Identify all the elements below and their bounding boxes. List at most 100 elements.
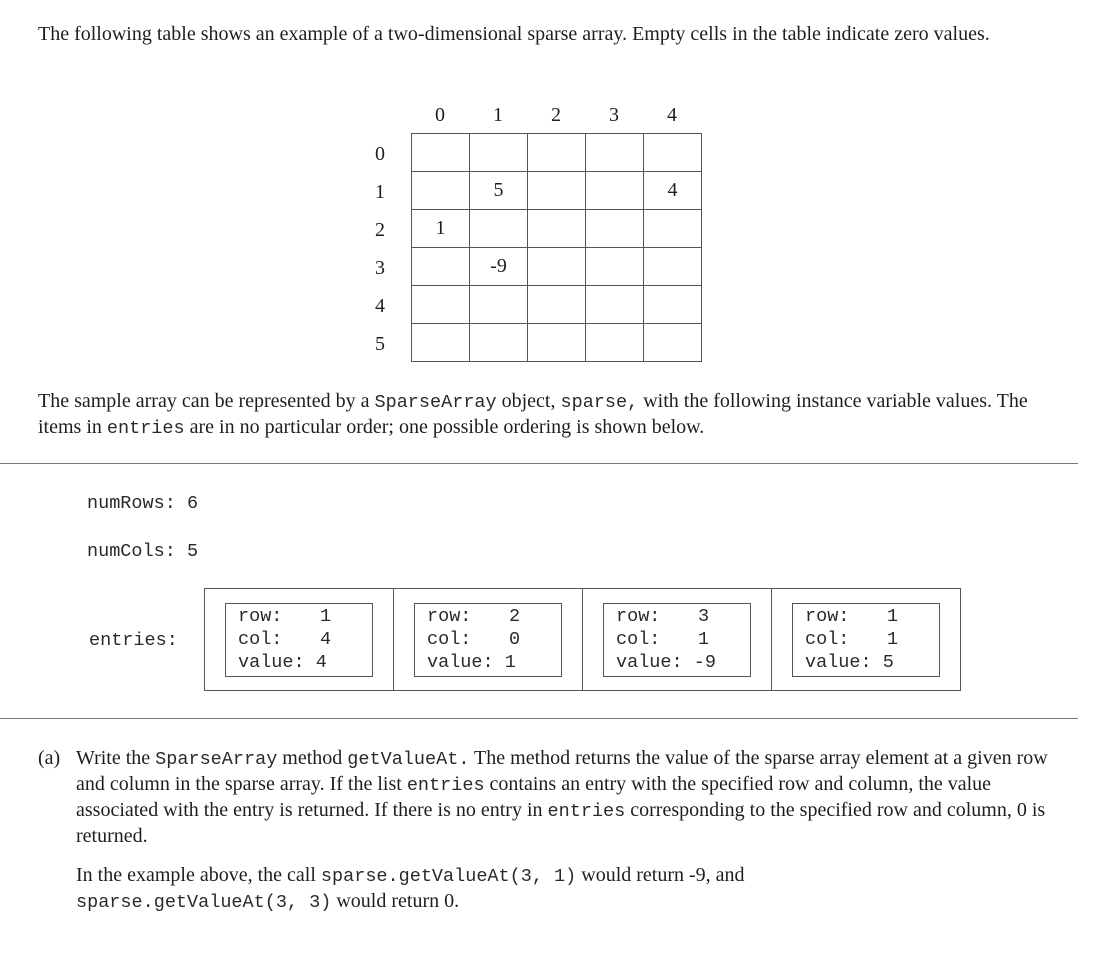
table-cell <box>469 285 528 324</box>
part-a-label: (a) <box>38 747 61 769</box>
text-span: The method returns the value of the spar… <box>76 747 1048 795</box>
table-cell <box>469 323 528 362</box>
table-cell: -9 <box>469 247 528 286</box>
num-rows-value: 6 <box>186 493 199 514</box>
table-cell <box>527 323 586 362</box>
table-cell: 5 <box>469 171 528 210</box>
row-value: 2 <box>509 606 521 627</box>
value-label: value: <box>427 652 494 673</box>
text-span: with the following instance variable val… <box>38 390 1028 438</box>
text-span: corresponding to the specified row and c… <box>76 799 1046 847</box>
row-header: 2 <box>375 219 385 241</box>
part-a-example: In the example above, the call sparse.ge… <box>76 863 1076 915</box>
text-span: method <box>277 747 348 769</box>
row-value: 3 <box>698 606 710 627</box>
entries-list: row:1 col:4 value: 4 row:2 col:0 value: … <box>204 588 961 691</box>
table-cell <box>411 247 470 286</box>
entry-box: row: 1 col: 4 value: 4 <box>225 603 373 677</box>
divider <box>0 463 1078 464</box>
table-row: 1 <box>411 209 702 248</box>
table-cell <box>585 247 644 286</box>
table-row: -9 <box>411 247 702 286</box>
row-value: 1 <box>887 606 899 627</box>
code-span: sparse.getValueAt(3, 1) <box>320 866 577 887</box>
code-span: SparseArray <box>155 749 278 770</box>
table-row <box>411 323 702 362</box>
text-span: Write the <box>76 747 156 769</box>
code-span: sparse, <box>560 392 639 413</box>
code-span: getValueAt. <box>347 749 470 770</box>
col-label: col: <box>238 629 283 650</box>
row-value: 1 <box>320 606 332 627</box>
table-cell <box>527 171 586 210</box>
code-span: entries <box>406 775 485 796</box>
column-header: 0 <box>435 104 445 126</box>
entry-box: row:2 col:0 value: 1 <box>414 603 562 677</box>
col-value: 1 <box>887 629 899 650</box>
row-header: 3 <box>375 257 385 279</box>
value-value: 5 <box>882 652 894 673</box>
value-label: value: <box>238 652 305 673</box>
table-cell: 1 <box>411 209 470 248</box>
table-cell <box>643 247 702 286</box>
entries-label: entries: <box>89 630 178 651</box>
num-cols-line: numCols: 5 <box>87 539 198 564</box>
num-rows-label: numRows: <box>87 493 176 514</box>
representation-paragraph: The sample array can be represented by a… <box>38 389 1068 441</box>
table-cell <box>411 285 470 324</box>
table-cell <box>469 133 528 172</box>
text-span: contains an entry with the specified row… <box>76 773 992 821</box>
col-label: col: <box>427 629 472 650</box>
table-cell <box>585 323 644 362</box>
row-header: 5 <box>375 333 385 355</box>
code-span: entries <box>547 801 626 822</box>
table-row <box>411 133 702 172</box>
column-header: 3 <box>609 104 619 126</box>
col-value: 0 <box>509 629 521 650</box>
table-cell <box>411 323 470 362</box>
num-cols-label: numCols: <box>87 541 176 562</box>
part-a-paragraph: Write the SparseArray method getValueAt.… <box>76 746 1076 849</box>
col-value: 1 <box>698 629 710 650</box>
table-cell <box>585 209 644 248</box>
value-value: 4 <box>315 652 327 673</box>
table-cell <box>585 285 644 324</box>
table-cell <box>585 133 644 172</box>
row-header: 0 <box>375 143 385 165</box>
text-span: would return 0. <box>331 890 460 912</box>
column-header: 4 <box>667 104 677 126</box>
list-item: row:2 col:0 value: 1 <box>394 589 583 690</box>
table-cell <box>411 133 470 172</box>
part-a-body: Write the SparseArray method getValueAt.… <box>76 746 1076 915</box>
value-label: value: <box>616 652 683 673</box>
sparse-array-table: 5 4 1 -9 <box>411 133 702 362</box>
list-item: row:3 col:1 value: -9 <box>583 589 772 690</box>
value-value: 1 <box>504 652 516 673</box>
entry-box: row: 1 col: 1 value: 5 <box>792 603 940 677</box>
column-header: 1 <box>493 104 503 126</box>
table-cell <box>643 285 702 324</box>
col-value: 4 <box>320 629 332 650</box>
table-cell <box>411 171 470 210</box>
row-label: row: <box>616 606 661 627</box>
intro-paragraph: The following table shows an example of … <box>38 23 990 45</box>
row-label: row: <box>238 606 283 627</box>
table-cell <box>643 323 702 362</box>
code-span: entries <box>106 418 185 439</box>
code-span: sparse.getValueAt(3, 3) <box>76 892 332 913</box>
row-label: row: <box>805 606 850 627</box>
row-header: 4 <box>375 295 385 317</box>
table-cell <box>527 285 586 324</box>
text-span: In the example above, the call <box>76 864 321 886</box>
table-cell <box>469 209 528 248</box>
divider <box>0 718 1078 719</box>
table-cell <box>527 133 586 172</box>
row-header: 1 <box>375 181 385 203</box>
text-span: The sample array can be represented by a <box>38 390 375 412</box>
value-label: value: <box>805 652 872 673</box>
code-span: SparseArray <box>374 392 497 413</box>
table-cell <box>643 209 702 248</box>
col-label: col: <box>805 629 850 650</box>
entry-box: row:3 col:1 value: -9 <box>603 603 751 677</box>
list-item: row: 1 col: 1 value: 5 <box>772 589 960 690</box>
